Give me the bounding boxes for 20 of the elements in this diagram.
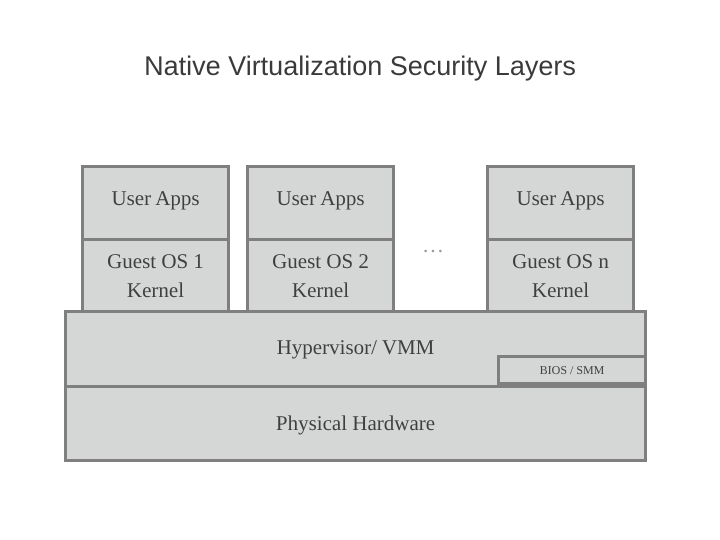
- layer-label: Guest OS 1 Kernel: [106, 248, 205, 304]
- layer-box: [246, 165, 395, 241]
- layer-box: [64, 310, 647, 388]
- layer-box: [486, 238, 635, 313]
- layer-label: User Apps: [515, 185, 606, 212]
- layer-label: Hypervisor/ VMM: [276, 334, 436, 361]
- layer-label: Guest OS 2 Kernel: [271, 248, 370, 304]
- layer-box: [486, 165, 635, 241]
- layer-box: [81, 238, 230, 313]
- layer-box: [497, 355, 647, 385]
- slide-title: Native Virtualization Security Layers: [143, 50, 577, 83]
- layer-box: [81, 165, 230, 241]
- layer-label: User Apps: [275, 185, 366, 212]
- ellipsis-label: …: [421, 231, 445, 259]
- layer-label: BIOS / SMM: [538, 362, 606, 378]
- layer-box: [64, 385, 647, 462]
- layer-label: Physical Hardware: [274, 410, 436, 438]
- layer-label: Guest OS n Kernel: [511, 248, 610, 304]
- layer-label: User Apps: [110, 185, 201, 212]
- layer-box: [246, 238, 395, 313]
